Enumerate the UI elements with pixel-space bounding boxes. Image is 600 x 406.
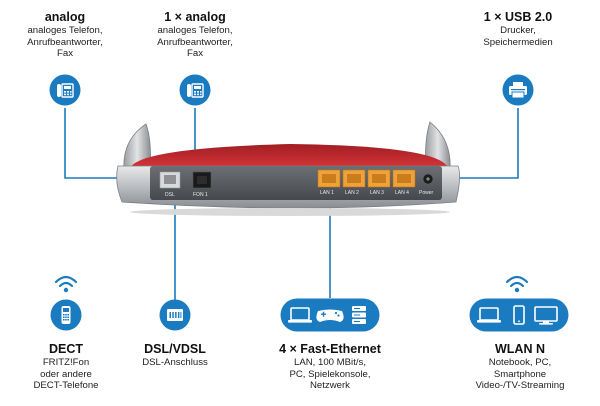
smartphone-icon [513, 305, 525, 325]
wifi-signal-icon [505, 275, 529, 293]
callout-dect: DECT FRITZ!Fon oder andere DECT-Telefone [16, 342, 116, 392]
phone-fax-icon [49, 74, 81, 106]
callout-dect-line: oder andere [40, 368, 92, 380]
wifi-signal-icon [54, 275, 78, 293]
callout-usb-line: Drucker, [500, 25, 536, 36]
callout-ethernet: 4 × Fast-Ethernet LAN, 100 MBit/s, PC, S… [255, 342, 405, 392]
callout-analog-line: analoges Telefon, [27, 25, 103, 36]
port-label-power: Power [419, 190, 434, 196]
phone-fax-icon [179, 74, 211, 106]
callout-usb: 1 × USB 2.0 Drucker, Speichermedien [462, 10, 574, 48]
callout-analog: analog analoges Telefon, Anrufbeantworte… [5, 10, 125, 60]
callout-analog-line: Anrufbeantworter, [27, 36, 103, 48]
callout-ethernet-title: 4 × Fast-Ethernet [279, 342, 381, 356]
callout-analog2-title: 1 × analog [164, 10, 226, 24]
callout-analog-line: Fax [57, 48, 73, 60]
callout-dsl-line: DSL-Anschluss [142, 357, 208, 368]
wlan-devices-pill [469, 298, 569, 332]
port-label-lan3: LAN 3 [370, 190, 384, 196]
callout-dect-line: FRITZ!Fon [42, 357, 90, 368]
callout-ethernet-line: Netzwerk [310, 380, 350, 392]
callout-wlan-line: Video-/TV-Streaming [475, 380, 565, 392]
callout-usb-line: Speichermedien [483, 36, 553, 48]
port-label-lan2: LAN 2 [345, 190, 359, 196]
callout-ethernet-line: PC, Spielekonsole, [289, 368, 371, 380]
gamepad-icon [316, 309, 344, 322]
callout-wlan-line: Notebook, PC, [488, 357, 552, 368]
monitor-icon [534, 306, 558, 325]
callout-dsl: DSL/VDSL DSL-Anschluss [120, 342, 230, 369]
ethernet-devices-pill [280, 298, 380, 332]
callout-analog2: 1 × analog analoges Telefon, Anrufbeantw… [135, 10, 255, 60]
callout-analog2-line: analoges Telefon, [157, 25, 233, 36]
lan-ports [317, 169, 416, 188]
laptop-icon [288, 307, 312, 323]
printer-icon [502, 74, 534, 106]
callout-usb-title: 1 × USB 2.0 [483, 10, 553, 24]
laptop-icon [477, 307, 501, 323]
callout-wlan-line: Smartphone [493, 368, 547, 380]
callout-dect-line: DECT-Telefone [33, 380, 99, 392]
callout-wlan-title: WLAN N [495, 342, 545, 356]
port-label-lan4: LAN 4 [395, 190, 409, 196]
callout-analog2-line: Fax [187, 48, 203, 60]
port-label-fon1: FON 1 [193, 192, 208, 198]
dect-phone-icon [50, 299, 82, 331]
callout-wlan: WLAN N Notebook, PC, Smartphone Video-/T… [462, 342, 578, 392]
router-top-shell [130, 144, 448, 168]
port-label-lan1: LAN 1 [320, 190, 334, 196]
callout-dect-title: DECT [48, 342, 84, 356]
callout-analog2-line: Anrufbeantworter, [157, 36, 233, 48]
dsl-port-icon [159, 299, 191, 331]
port-label-dsl: DSL [165, 192, 175, 198]
callout-ethernet-line: LAN, 100 MBit/s, [294, 357, 366, 368]
server-icon [352, 306, 366, 324]
connector-usb [456, 108, 519, 179]
callout-analog-title: analog [44, 10, 86, 24]
callout-dsl-title: DSL/VDSL [144, 342, 206, 356]
connector-analog [64, 108, 135, 179]
